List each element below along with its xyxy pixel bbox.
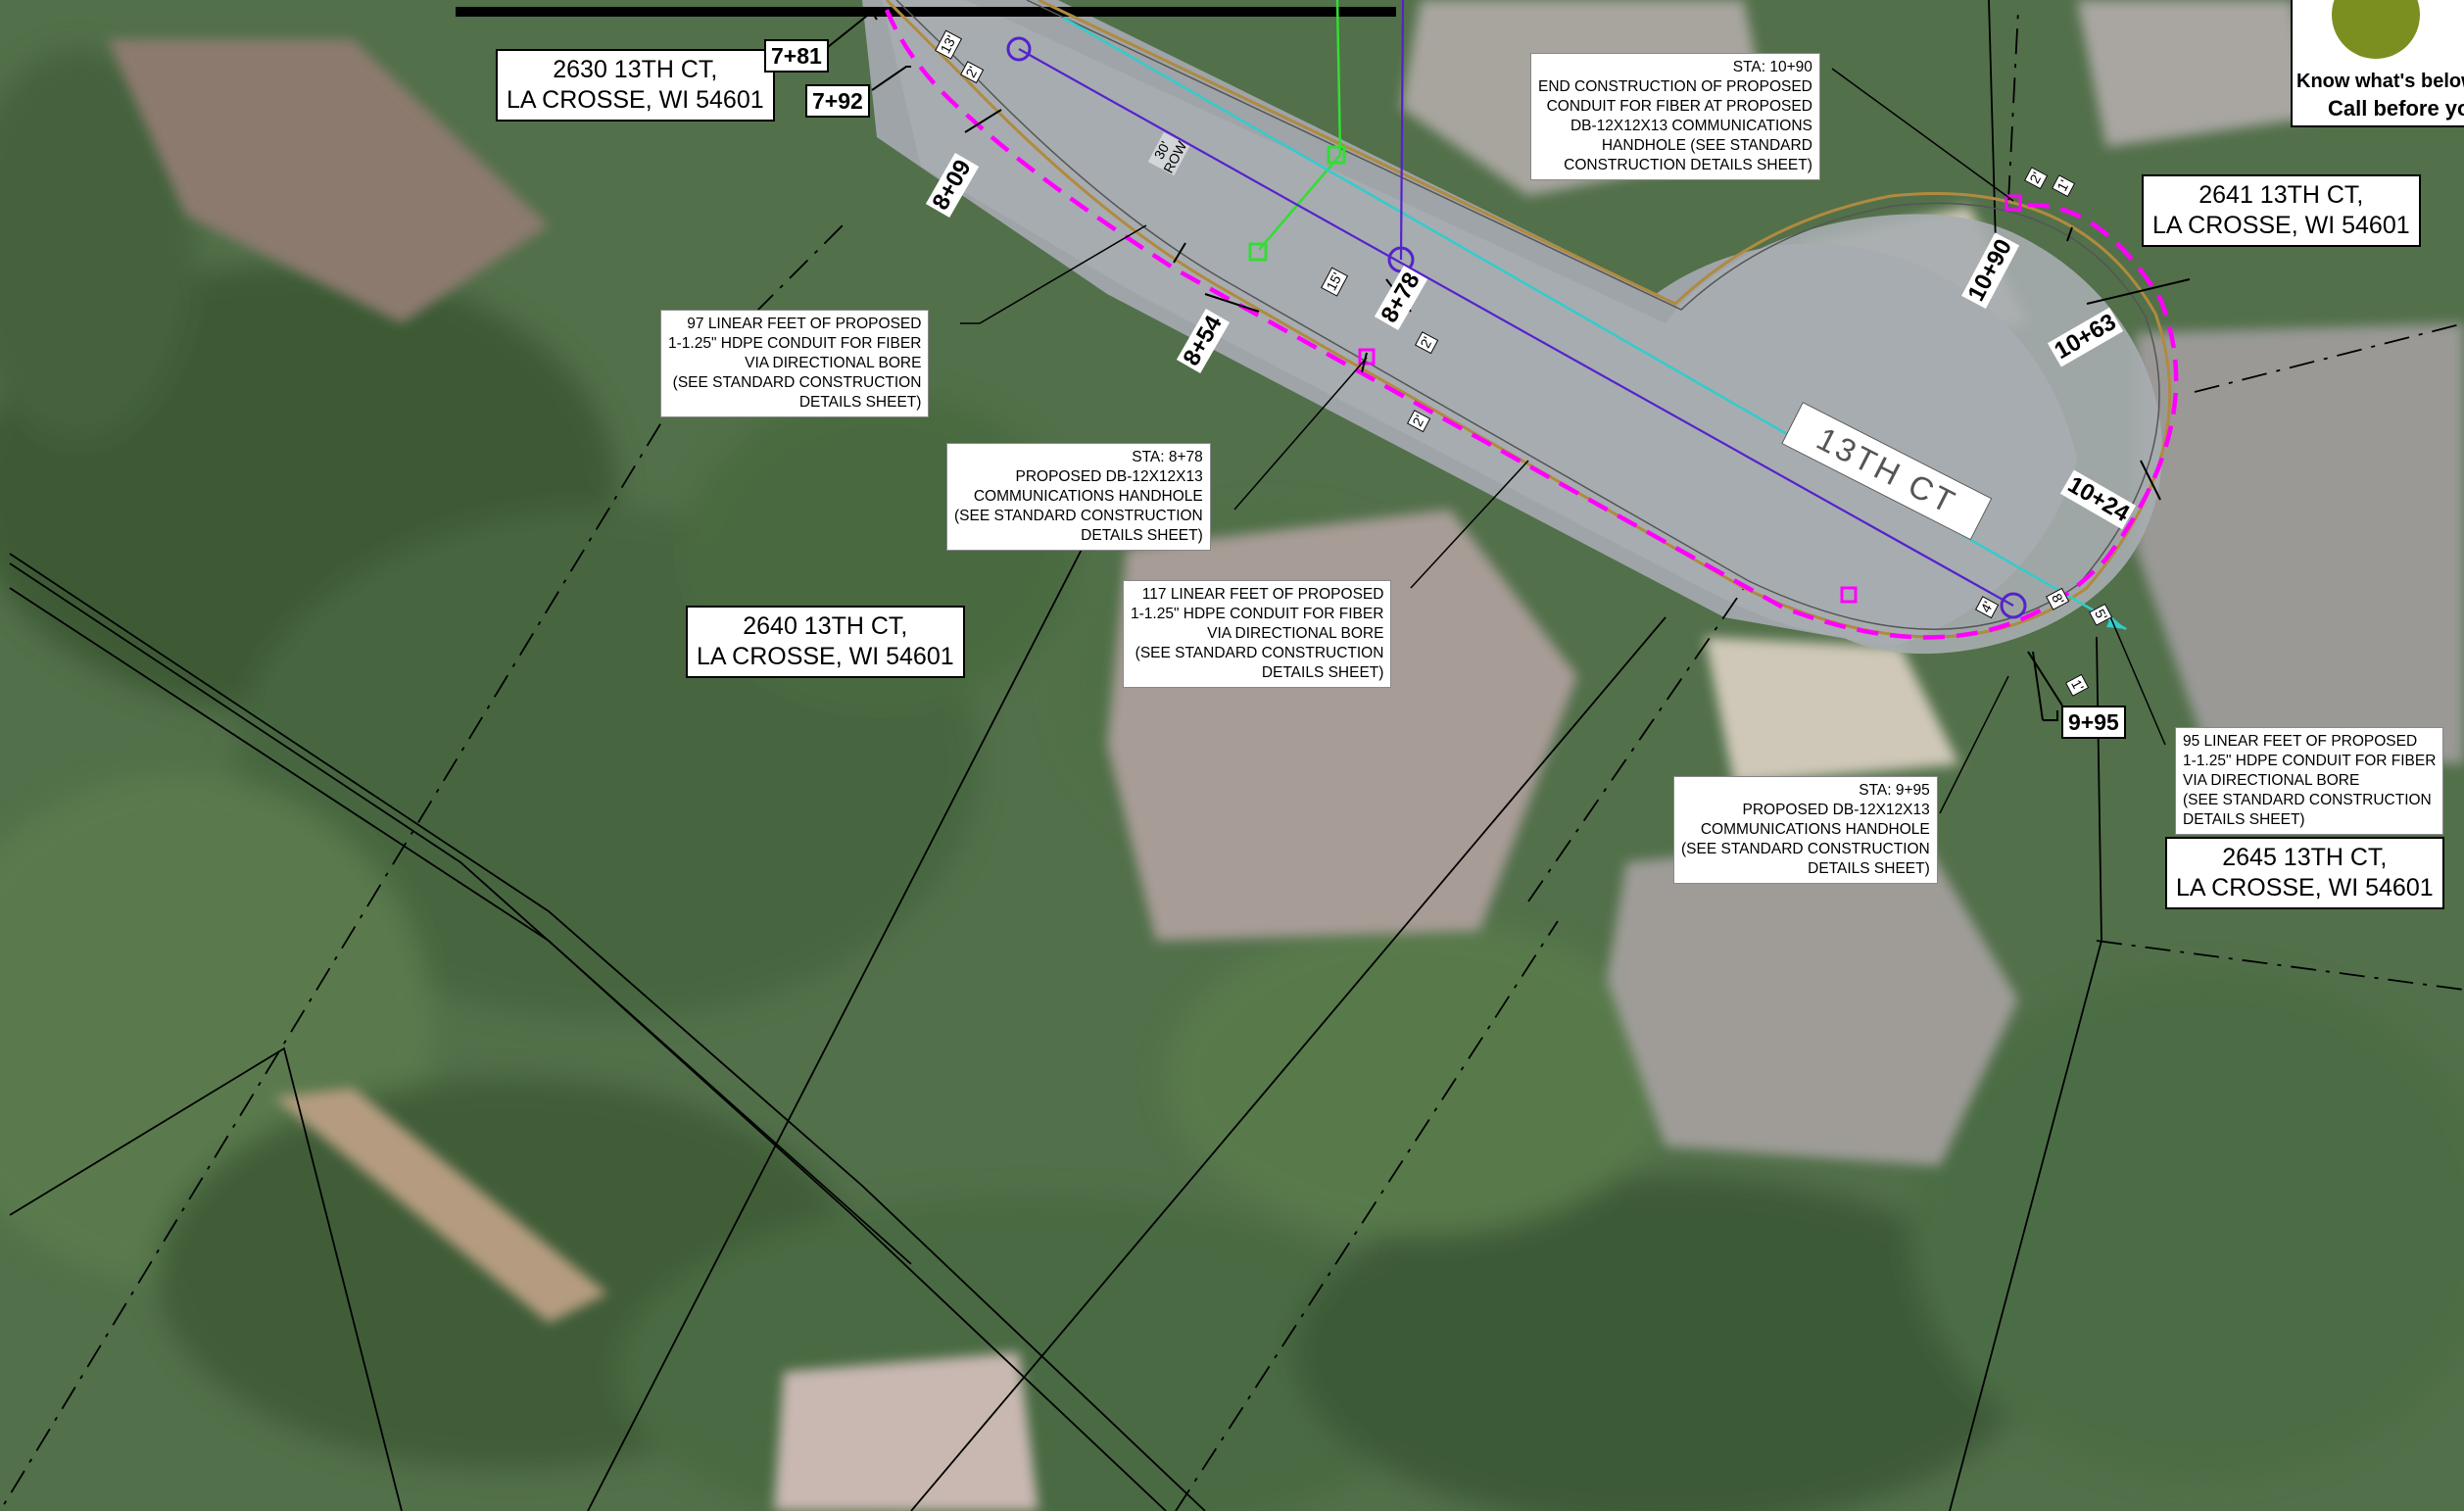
logo-line2: Call before you dig. [2328, 96, 2464, 121]
centerline [1018, 0, 2014, 607]
station-label-995: 9+95 [2061, 706, 2126, 739]
station-label-792: 7+92 [805, 84, 870, 118]
address-label-2645: 2645 13TH CT, LA CROSSE, WI 54601 [2165, 837, 2444, 909]
logo-line1: Know what's below. [2296, 71, 2464, 92]
shovel-icon [2332, 0, 2420, 59]
proposed-conduit [884, 9, 2179, 640]
address-label-2640: 2640 13TH CT, LA CROSSE, WI 54601 [686, 606, 965, 678]
handhole-markers [1006, 36, 2027, 619]
note-leaders [960, 68, 2166, 814]
address-label-2641: 2641 13TH CT, LA CROSSE, WI 54601 [2142, 174, 2421, 247]
address-label-2630: 2630 13TH CT, LA CROSSE, WI 54601 [496, 49, 775, 122]
curb-lines [885, 0, 2172, 639]
call-811-logo: Know what's below. Call before you dig. [2291, 0, 2464, 127]
station-label-781: 7+81 [764, 39, 829, 73]
